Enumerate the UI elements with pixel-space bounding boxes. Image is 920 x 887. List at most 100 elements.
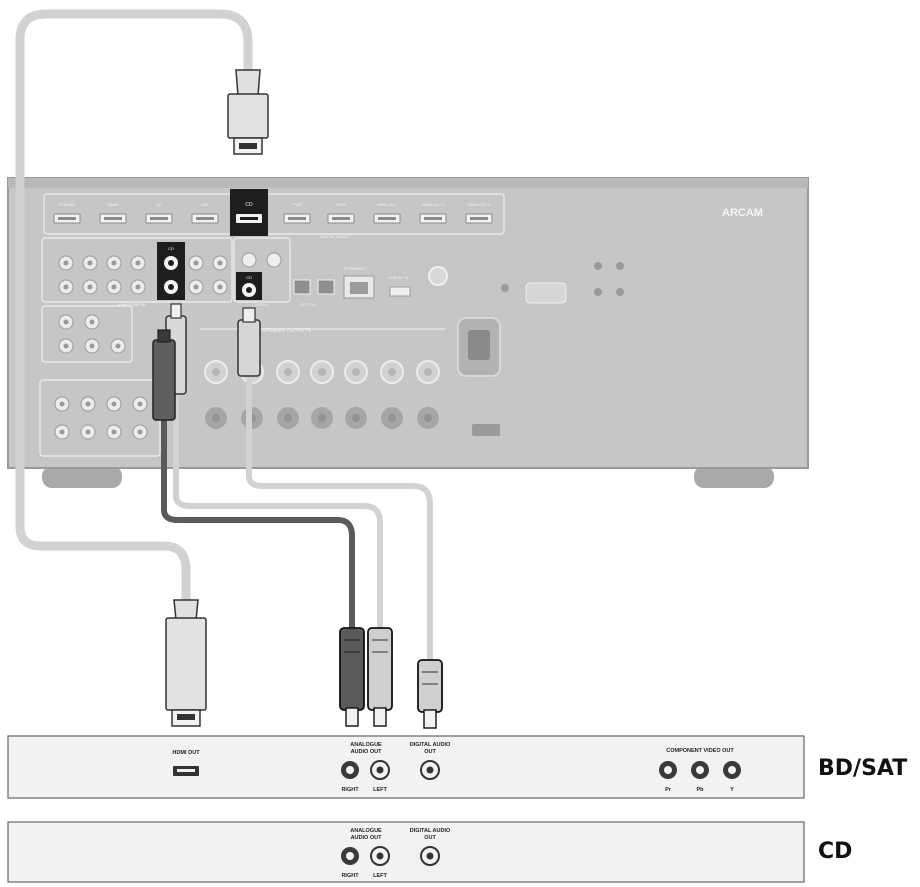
bd-sat-device-name: BD/SAT — [818, 756, 907, 781]
analogue-jack-hole — [217, 260, 223, 266]
speaker-terminal-positive-core — [284, 368, 292, 376]
speaker-terminal-positive-core — [388, 368, 396, 376]
cd-left-jack-hole — [376, 852, 384, 860]
hdmi-plug-bottom-pins — [177, 714, 195, 720]
speaker-terminal-positive-core — [424, 368, 432, 376]
coaxial-jack-3 — [266, 252, 282, 268]
hdmi-input-label: HDMI OUT 2 — [421, 202, 445, 207]
hdmi-input-port-slot — [150, 217, 168, 220]
hdmi-plug-top-pins — [239, 143, 257, 149]
hdmi-plug-top-neck — [235, 69, 261, 97]
ir-jack-2 — [616, 262, 624, 270]
bd-sat-panel — [7, 735, 805, 799]
hdmi-input-port-slot — [196, 217, 214, 220]
hdmi-input-label: PVR — [293, 202, 301, 207]
rca-plug-receiver-dark — [152, 329, 176, 421]
hdmi-input-port-slot — [424, 217, 442, 220]
zone-jack-hole — [111, 401, 117, 407]
zone-jack-hole — [85, 401, 91, 407]
speaker-terminal-positive-core — [318, 368, 326, 376]
preout-jack-hole — [89, 319, 95, 325]
coaxial-cd-jack-hole — [246, 287, 252, 293]
bd-sat-right-label: RIGHT — [341, 787, 359, 793]
cables — [15, 9, 433, 665]
bd-sat-component-pb-hole — [696, 766, 704, 774]
hdmi-section-label: DIGITAL AUDIO — [320, 234, 349, 239]
coaxial-cd-label: CD — [246, 275, 252, 280]
trigger-jack-1 — [501, 284, 509, 292]
hdmi-input-port-slot — [470, 217, 488, 220]
hdmi-input-label: SAT — [201, 202, 209, 207]
analogue-jack-hole — [63, 260, 69, 266]
hdmi-plug-top — [227, 69, 269, 155]
rca-plug-device-light — [367, 627, 393, 727]
hdmi-plug-top-body — [227, 93, 269, 139]
zone-jack-hole — [59, 401, 65, 407]
analogue-block-frame — [41, 237, 233, 303]
speaker-terminal-negative-core — [424, 414, 432, 422]
bd-sat-left-jack-hole — [376, 766, 384, 774]
zone-jack-hole — [85, 429, 91, 435]
analogue-jack-hole — [135, 284, 141, 290]
analogue-jack-hole — [87, 284, 93, 290]
cd-analogue-label-2: AUDIO OUT — [351, 835, 383, 841]
hdmi-cable — [15, 9, 253, 655]
coaxial-cable — [246, 369, 433, 665]
hdmi-input-label: PVR2 — [336, 202, 347, 207]
preout-jack-grid — [54, 314, 148, 440]
bd-sat-analogue-label-2: AUDIO OUT — [351, 749, 383, 755]
analogue-jack-hole — [111, 284, 117, 290]
voltage-switch — [472, 424, 500, 436]
bd-sat-analogue-label-1: ANALOGUE — [350, 742, 382, 748]
ethernet-label: ETHERNET — [344, 266, 366, 271]
analogue-section-label: ANALOGUE IN — [118, 302, 145, 307]
hdmi-cd-highlight — [230, 189, 268, 236]
speaker-terminal-negative-core — [284, 414, 292, 422]
receiver-foot-left — [42, 466, 122, 488]
preout-jack-hole — [89, 343, 95, 349]
bd-sat-component-pr-hole — [664, 766, 672, 774]
cd-digital-label-1: DIGITAL AUDIO — [410, 828, 451, 834]
bd-sat-digital-jack-hole — [426, 766, 434, 774]
zone-jack-hole — [111, 429, 117, 435]
bd-sat-hdmi-label: HDMI OUT — [172, 750, 200, 756]
receiver-foot-right — [694, 466, 774, 488]
analogue-jack-hole — [111, 260, 117, 266]
rs232-port — [525, 282, 567, 304]
device-cd: ANALOGUE AUDIO OUT RIGHT LEFT DIGITAL AU… — [7, 821, 805, 883]
hdmi-plug-bottom-neck — [173, 599, 199, 621]
zone-jack-hole — [59, 429, 65, 435]
coaxial-section-label: COAXIAL — [252, 302, 270, 307]
hdmi-input-port-slot — [58, 217, 76, 220]
bd-sat-component-pr-label: Pr — [665, 787, 672, 793]
power-inlet-socket — [468, 330, 490, 360]
speaker-terminal-negative-core — [352, 414, 360, 422]
analogue-cd-jack-r-hole — [168, 284, 174, 290]
usb-label: USB 5V 1A — [388, 275, 409, 280]
rca-plug-device-dark — [339, 627, 365, 727]
hdmi-input-label: HDMI OUT — [377, 202, 397, 207]
hdmi-row-frame — [43, 193, 505, 235]
cd-right-jack-hole — [346, 852, 354, 860]
speaker-terminal-negative-core — [388, 414, 396, 422]
cd-left-label: LEFT — [373, 873, 387, 879]
analogue-jack-hole — [135, 260, 141, 266]
bd-sat-component-label: COMPONENT VIDEO OUT — [666, 748, 734, 754]
hdmi-input-port-slot — [378, 217, 396, 220]
hdmi-plug-bottom-body — [165, 617, 207, 711]
analogue-cd-jack-l-hole — [168, 260, 174, 266]
antenna-socket — [428, 266, 448, 286]
bd-sat-component-pb-label: Pb — [696, 787, 704, 793]
rca-plug-device-coaxial — [417, 659, 443, 729]
analogue-jack-hole — [193, 260, 199, 266]
hdmi-input-label: STB/SAT — [59, 202, 76, 207]
cd-digital-label-2: OUT — [424, 835, 436, 841]
ir-jack-4 — [616, 288, 624, 296]
receiver-top-strip — [8, 178, 808, 188]
preout-jack-hole — [63, 319, 69, 325]
bd-sat-hdmi-port-slot — [177, 769, 195, 772]
hdmi-input-label: AV — [156, 202, 161, 207]
speaker-terminal-positive-core — [212, 368, 220, 376]
